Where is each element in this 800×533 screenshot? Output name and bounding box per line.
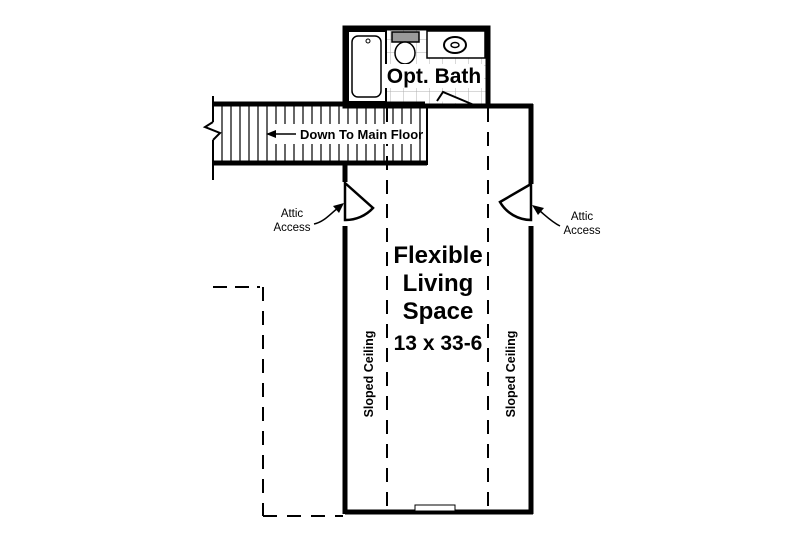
attic-left-leader — [313, 207, 339, 225]
optional-bath: Opt. Bath — [342, 25, 491, 109]
stairs: Down To Main Floor — [202, 96, 428, 180]
stairs-arrow-head — [266, 130, 276, 138]
sloped-ceiling-left: Sloped Ceiling — [358, 322, 380, 426]
toilet-bowl — [394, 41, 416, 65]
attic-access-right-line2: Access — [563, 225, 600, 237]
sink-drain — [450, 41, 460, 49]
attic-right-leader — [539, 210, 561, 227]
room-name-line1: Flexible — [393, 242, 482, 269]
attic-access-right-callout: Attic Access — [532, 205, 601, 237]
tub-drain — [365, 38, 371, 44]
stair-break-mark — [202, 121, 222, 141]
room-name-line3: Space — [403, 298, 474, 325]
bath-door — [436, 90, 475, 106]
toilet-tank — [391, 31, 420, 43]
attic-access-right-line1: Attic — [571, 211, 594, 223]
sloped-ceiling-right-label: Sloped Ceiling — [504, 331, 518, 418]
bottom-opening — [414, 504, 456, 512]
stairs-label: Down To Main Floor — [300, 127, 423, 142]
attic-right-arrow-head — [532, 205, 544, 215]
bathtub-basin — [351, 35, 382, 98]
main-room-label-bg — [390, 238, 486, 360]
attic-left-arrow-head — [333, 203, 344, 213]
attic-door-right — [498, 181, 533, 222]
room-name-line2: Living — [403, 270, 474, 297]
main-room-walls — [342, 103, 534, 515]
lower-level-outline — [213, 286, 343, 517]
bath-label-bg — [384, 64, 484, 88]
sloped-ceiling-right: Sloped Ceiling — [500, 322, 522, 426]
sloped-ceiling-left-label: Sloped Ceiling — [362, 331, 376, 418]
attic-access-left-callout: Attic Access — [273, 203, 344, 234]
sink — [443, 36, 467, 54]
attic-door-left — [343, 180, 375, 222]
room-dimensions: 13 x 33-6 — [394, 332, 483, 355]
sloped-ceiling-lines — [386, 108, 489, 510]
attic-access-left-line2: Access — [273, 222, 310, 234]
stairs-label-bg — [268, 124, 418, 144]
attic-access-left-line1: Attic — [281, 208, 304, 220]
main-room-label: Flexible Living Space 13 x 33-6 — [390, 238, 486, 360]
bath-label: Opt. Bath — [387, 65, 482, 88]
